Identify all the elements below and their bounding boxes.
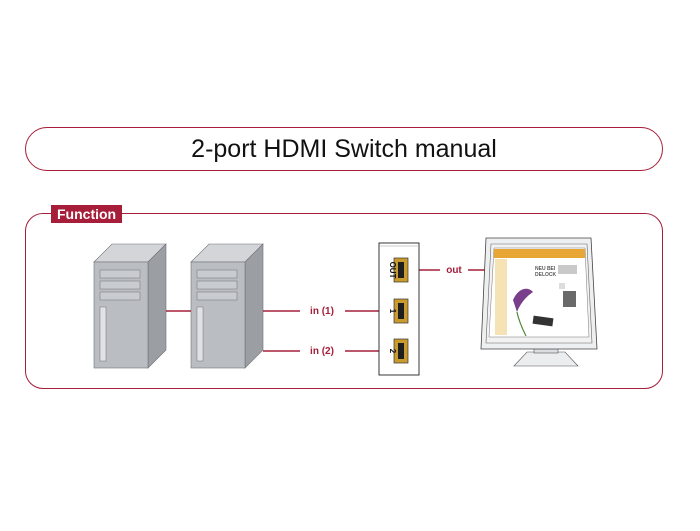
port-2-label: 2 <box>388 349 397 354</box>
pc-tower-2-icon <box>190 243 264 369</box>
hdmi-port-1-icon <box>393 298 409 324</box>
monitor-icon: NEU BEI DELOCK <box>480 237 598 367</box>
port-out-label: OUT <box>388 262 397 279</box>
screen-headline-1: NEU BEI <box>535 266 556 272</box>
port-1-label: 1 <box>388 309 397 314</box>
output-label: out <box>446 265 462 276</box>
page-title: 2-port HDMI Switch manual <box>191 134 497 163</box>
pc-tower-1-icon <box>93 243 167 369</box>
screen-headline-2: DELOCK <box>535 272 557 278</box>
hdmi-out-port-icon <box>393 257 409 283</box>
function-tab: Function <box>51 205 123 223</box>
hdmi-switch: OUT 1 2 <box>378 242 420 376</box>
function-panel <box>25 213 663 389</box>
title-banner: 2-port HDMI Switch manual <box>25 127 663 171</box>
input-2-label: in (2) <box>310 346 334 357</box>
hdmi-port-2-icon <box>393 338 409 364</box>
input-1-label: in (1) <box>310 306 334 317</box>
